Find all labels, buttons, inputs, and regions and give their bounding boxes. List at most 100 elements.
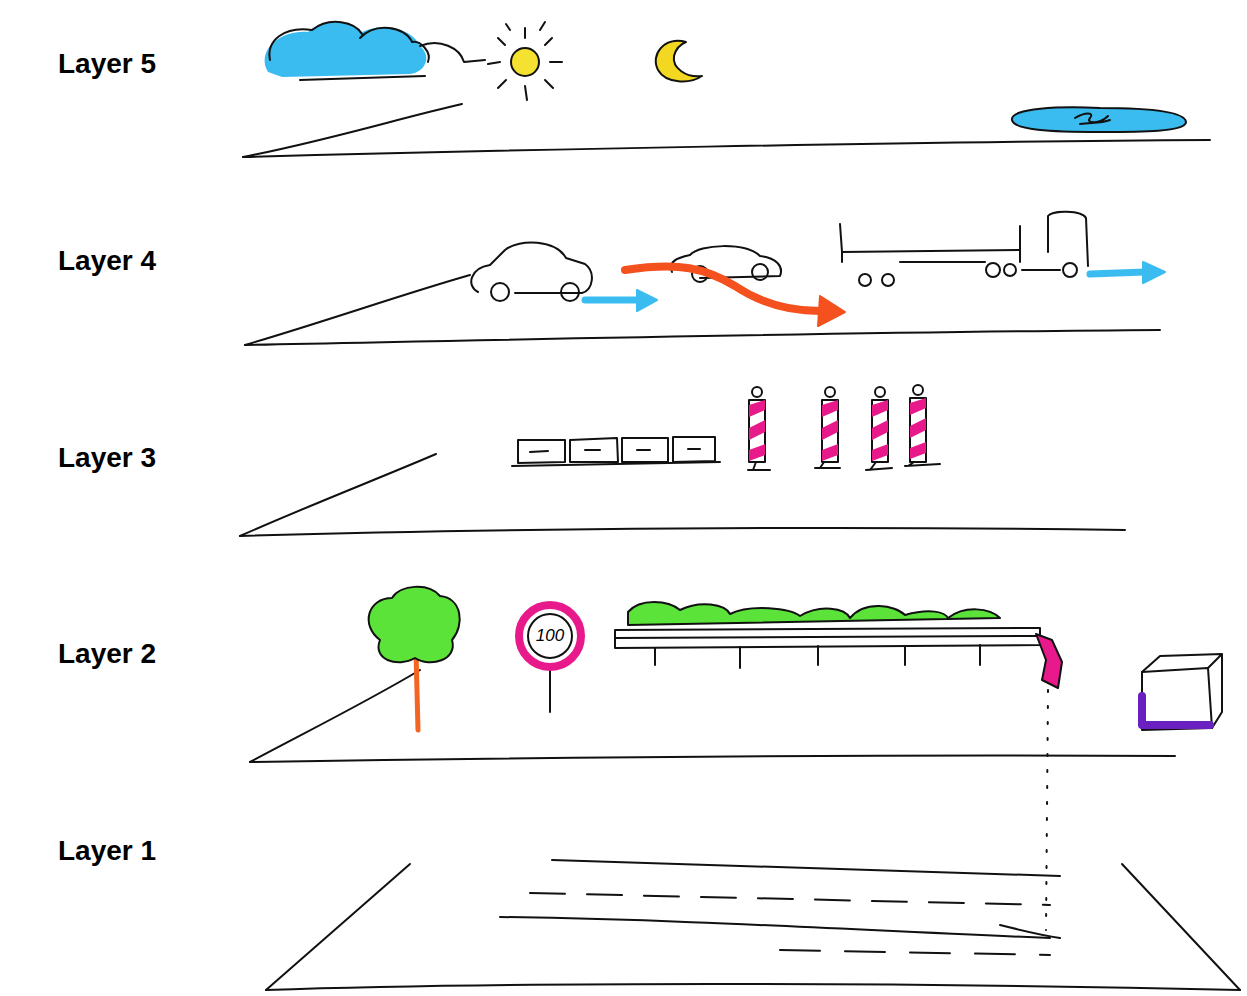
cube-object [1142, 696, 1210, 725]
rain-puddle [1075, 114, 1110, 125]
warning-beacon [872, 400, 888, 461]
truck-symbol [1022, 212, 1088, 270]
truck-symbol [840, 212, 1088, 286]
guardrail-symbol [615, 602, 1040, 668]
traffic-layer [245, 212, 1165, 345]
layer-label: Layer 4 [58, 245, 156, 277]
truck-symbol [882, 274, 894, 286]
environment-layer [243, 22, 1210, 157]
rain-puddle [1012, 107, 1186, 132]
cube-object [1142, 654, 1222, 730]
warning-beacon [866, 462, 892, 470]
layer-label: Layer 3 [58, 442, 156, 474]
lane-line [552, 860, 1060, 876]
plane-edge [245, 330, 1160, 345]
warning-beacon [822, 400, 838, 461]
warning-beacon [825, 387, 835, 397]
warning-beacon [815, 462, 840, 468]
road-edge [266, 984, 1240, 990]
layer-label: Layer 2 [58, 638, 156, 670]
warning-beacon [822, 400, 838, 462]
car-symbol [752, 264, 768, 280]
warning-beacon [749, 400, 765, 461]
motion-arrow [1143, 262, 1165, 283]
plane-edge [250, 670, 420, 762]
tree-symbol [416, 652, 418, 730]
car-symbol [491, 283, 509, 301]
motion-arrow [585, 297, 640, 304]
warning-beacon [872, 400, 888, 462]
dotted-link [1046, 690, 1048, 930]
warning-beacon [749, 400, 765, 462]
lane-change-arrow [625, 267, 826, 312]
cloud-symbol [265, 22, 485, 80]
lane-change-arrow [625, 267, 845, 326]
motion-arrow [1090, 262, 1165, 283]
lane-line [500, 917, 1050, 938]
plane-edge [250, 755, 1175, 762]
layer-label: Layer 5 [58, 48, 156, 80]
truck-symbol [1063, 263, 1077, 277]
warning-beacon [910, 398, 926, 459]
guardrail-symbol [615, 628, 1040, 648]
car-symbol [671, 246, 781, 278]
cube-object [1142, 654, 1222, 728]
road-edge [266, 864, 410, 990]
speed-value: 100 [514, 600, 586, 672]
guardrail-symbol [615, 636, 1040, 638]
warning-beacon [905, 462, 940, 466]
warning-beacon [910, 398, 926, 462]
sun-symbol [488, 22, 562, 100]
lane-line [1000, 925, 1060, 938]
motion-arrow [1090, 272, 1145, 274]
barrier-blocks [512, 437, 720, 466]
guardrail-symbol [628, 602, 1000, 625]
tree-symbol [369, 587, 460, 663]
warning-beacon [752, 387, 762, 397]
motion-arrow [585, 290, 657, 311]
guardrail-symbol [655, 645, 980, 668]
lane-marking [530, 893, 1050, 905]
truck-symbol [859, 274, 871, 286]
warning-beacon [815, 387, 840, 468]
road-layer [266, 860, 1240, 990]
cloud-symbol [265, 22, 427, 77]
infrastructure-layer [250, 587, 1222, 930]
truck-symbol [840, 224, 1020, 252]
barrier-blocks [512, 449, 720, 466]
warning-beacon [875, 387, 885, 397]
warning-beacon [913, 385, 923, 395]
sign-pole [549, 670, 551, 712]
warning-beacon [748, 387, 770, 470]
motion-arrow [637, 290, 657, 311]
chevron-marker [1036, 634, 1062, 688]
truck-symbol [842, 250, 1020, 262]
temporary-layer [240, 385, 1125, 536]
cube-object [1142, 668, 1212, 730]
sun-symbol [511, 48, 539, 76]
lane-marking [780, 950, 1050, 955]
plane-edge [243, 104, 462, 157]
moon-symbol [656, 41, 702, 82]
car-symbol [471, 242, 592, 301]
truck-symbol [1004, 264, 1016, 276]
tree-symbol [369, 587, 460, 730]
rain-puddle [1012, 107, 1186, 132]
road-edge [1122, 864, 1240, 990]
cloud-symbol [420, 43, 485, 62]
plane-edge [245, 275, 470, 345]
car-symbol [561, 283, 579, 301]
car-symbol [471, 242, 592, 293]
layer-label: Layer 1 [58, 835, 156, 867]
cloud-symbol [269, 22, 362, 60]
cloud-symbol [300, 76, 425, 80]
lane-change-arrow [818, 296, 845, 326]
warning-beacon [905, 385, 940, 466]
plane-edge [243, 140, 1210, 157]
warning-beacon [866, 387, 892, 470]
plane-edge [240, 528, 1125, 536]
plane-edge [240, 454, 436, 536]
sun-symbol [488, 22, 562, 100]
